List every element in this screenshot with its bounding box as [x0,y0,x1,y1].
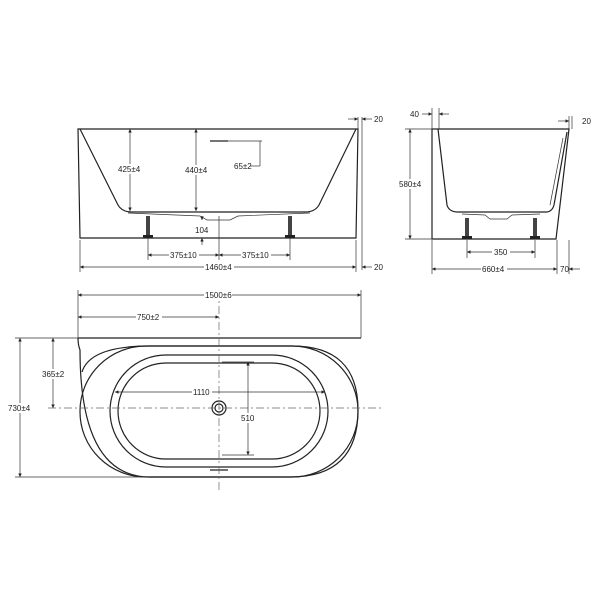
front-view: 20 425±4 440±4 65±2 104 375±10 375±10 14… [77,115,383,272]
dim-drain-height: 104 [195,226,209,235]
top-view: 1500±6 750±2 365±2 730±4 1110 510 [7,290,382,490]
dim-depth-center: 440±4 [185,166,208,175]
dim-width: 660±4 [482,265,505,274]
leg-right [285,216,295,238]
dim-height: 580±4 [399,180,422,189]
dim-inner-width: 510 [241,414,255,423]
dim-base-right: 20 [374,263,383,272]
dim-half-width: 365±2 [42,370,65,379]
dim-inner-length: 1110 [193,388,210,397]
dim-leg-left: 375±10 [170,251,197,260]
dim-offset: 70 [560,265,569,274]
dim-side-rim-right: 20 [582,117,591,126]
dim-rim-right: 20 [374,115,383,124]
dim-overflow: 65±2 [234,162,252,171]
dim-overall-width: 730±4 [8,404,31,413]
side-leg-left [462,218,472,239]
dim-length: 1460±4 [205,263,232,272]
dim-leg-spacing: 350 [494,248,508,257]
side-view: 40 20 580±4 350 660±4 70 [399,108,591,274]
dim-half-length: 750±2 [137,313,160,322]
dim-overall-length: 1500±6 [205,291,232,300]
dim-back-wall: 40 [410,110,419,119]
side-leg-right [530,218,540,239]
dim-leg-right: 375±10 [242,251,269,260]
leg-left [143,216,153,238]
dim-depth-side: 425±4 [118,165,141,174]
